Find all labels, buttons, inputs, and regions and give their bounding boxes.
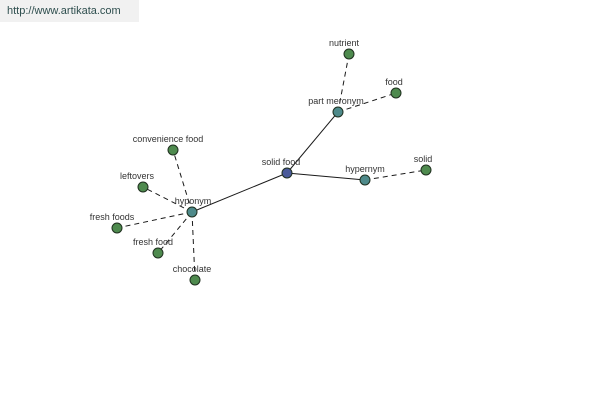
node-label-convenience-food: convenience food xyxy=(133,134,204,144)
edge-hypernym-to-solid xyxy=(364,169,427,181)
node-marker-chocolate[interactable] xyxy=(189,274,201,286)
node-marker-leftovers[interactable] xyxy=(137,181,149,193)
node-solid[interactable]: solid xyxy=(414,154,433,176)
node-label-nutrient: nutrient xyxy=(329,38,360,48)
node-marker-convenience-food[interactable] xyxy=(167,144,179,156)
edge-part-meronym-to-food xyxy=(337,92,397,113)
edge-solid-food-to-hypernym xyxy=(286,172,366,181)
node-marker-nutrient[interactable] xyxy=(343,48,355,60)
node-hyponym[interactable]: hyponym xyxy=(175,196,212,218)
node-chocolate[interactable]: chocolate xyxy=(173,264,212,286)
node-label-chocolate: chocolate xyxy=(173,264,212,274)
node-marker-hypernym[interactable] xyxy=(359,174,371,186)
node-marker-fresh-food[interactable] xyxy=(152,247,164,259)
node-label-solid: solid xyxy=(414,154,433,164)
node-label-solid-food: solid food xyxy=(262,157,301,167)
node-food[interactable]: food xyxy=(385,77,403,99)
edge-hyponym-to-fresh-foods xyxy=(116,211,193,229)
node-leftovers[interactable]: leftovers xyxy=(120,171,155,193)
watermark-url[interactable]: http://www.artikata.com xyxy=(0,0,139,22)
node-convenience-food[interactable]: convenience food xyxy=(133,134,204,156)
edge-hyponym-to-chocolate xyxy=(191,211,196,281)
node-marker-hyponym[interactable] xyxy=(186,206,198,218)
node-label-food: food xyxy=(385,77,403,87)
node-label-hypernym: hypernym xyxy=(345,164,385,174)
edges-layer xyxy=(116,53,427,281)
node-marker-fresh-foods[interactable] xyxy=(111,222,123,234)
edge-hyponym-to-convenience-food xyxy=(172,149,193,213)
node-marker-food[interactable] xyxy=(390,87,402,99)
node-fresh-foods[interactable]: fresh foods xyxy=(90,212,135,234)
node-solid-food[interactable]: solid food xyxy=(262,157,301,179)
node-marker-part-meronym[interactable] xyxy=(332,106,344,118)
node-marker-solid[interactable] xyxy=(420,164,432,176)
node-marker-solid-food[interactable] xyxy=(281,167,293,179)
nodes-layer: solid food part meronym nutrient food hypern… xyxy=(90,38,433,286)
node-part-meronym[interactable]: part meronym xyxy=(308,96,364,118)
node-nutrient[interactable]: nutrient xyxy=(329,38,360,60)
node-hypernym[interactable]: hypernym xyxy=(345,164,385,186)
edge-solid-food-to-part-meronym xyxy=(286,111,339,174)
node-fresh-food[interactable]: fresh food xyxy=(133,237,173,259)
node-label-leftovers: leftovers xyxy=(120,171,155,181)
edge-hyponym-to-leftovers xyxy=(142,186,193,213)
node-label-fresh-foods: fresh foods xyxy=(90,212,135,222)
node-label-fresh-food: fresh food xyxy=(133,237,173,247)
node-label-hyponym: hyponym xyxy=(175,196,212,206)
edge-part-meronym-to-nutrient xyxy=(337,53,350,113)
edge-solid-food-to-hyponym xyxy=(191,172,288,213)
node-label-part-meronym: part meronym xyxy=(308,96,364,106)
